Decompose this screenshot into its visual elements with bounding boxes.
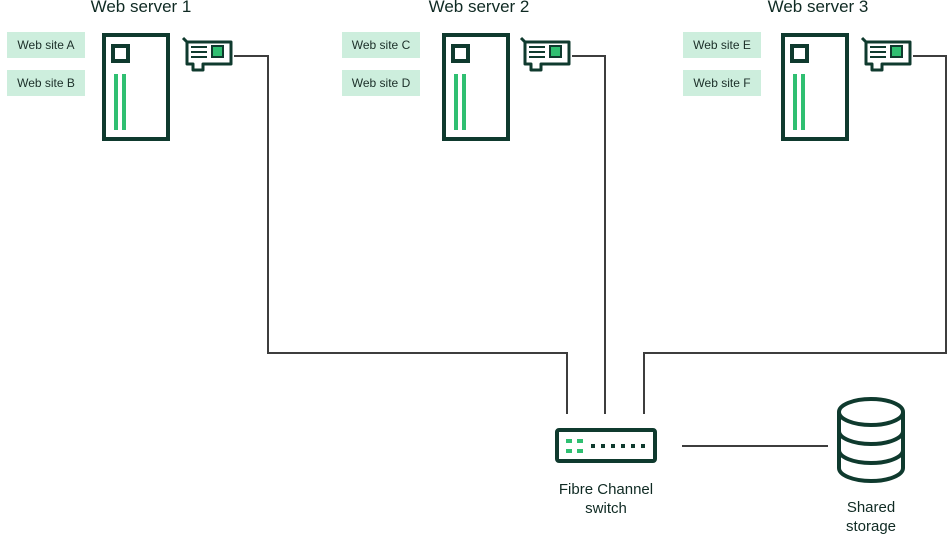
web-site-c-tag: Web site C (342, 32, 420, 58)
database-icon (837, 397, 905, 483)
network-card-icon (519, 36, 571, 72)
switch-label: Fibre Channel switch (526, 480, 686, 518)
switch-label-line2: switch (585, 500, 627, 517)
cables (234, 55, 947, 447)
web-site-e-tag: Web site E (683, 32, 761, 58)
web-site-d-tag: Web site D (342, 70, 420, 96)
server-2 (442, 33, 571, 141)
network-card-icon (860, 36, 912, 72)
cable-server2-switch (572, 55, 606, 414)
switch-label-line1: Fibre Channel (558, 481, 654, 498)
cable-server3-switch (643, 55, 947, 414)
web-site-f-tag: Web site F (683, 70, 761, 96)
server-1 (102, 33, 233, 141)
storage-label: Shared storage (811, 498, 931, 536)
storage-label-line2: storage (845, 518, 897, 535)
server-3 (781, 33, 912, 141)
web-site-a-tag: Web site A (7, 32, 85, 58)
server-tower-icon (781, 33, 849, 141)
server-1-title: Web server 1 (90, 0, 192, 16)
storage-label-line1: Shared (846, 499, 896, 516)
server-3-title: Web server 3 (767, 0, 869, 16)
server-tower-icon (442, 33, 510, 141)
server-tower-icon (102, 33, 170, 141)
network-card-icon (181, 36, 233, 72)
server-2-title: Web server 2 (428, 0, 530, 16)
web-site-b-tag: Web site B (7, 70, 85, 96)
fibre-switch-icon (555, 428, 657, 463)
cable-server1-switch (234, 55, 568, 414)
